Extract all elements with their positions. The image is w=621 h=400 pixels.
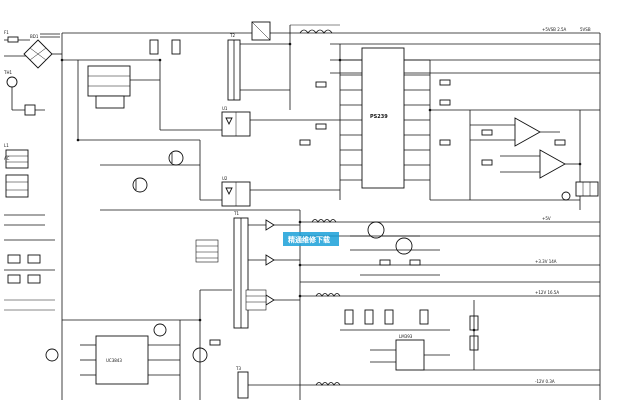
main-ic-label: PS239 xyxy=(370,114,388,120)
heatsink-blocks xyxy=(195,239,267,311)
fuse xyxy=(7,36,19,43)
fuse-label: F1 xyxy=(4,30,9,35)
pwm-ic xyxy=(95,335,149,385)
junction-dots xyxy=(60,42,582,332)
opto-top-label: U1 xyxy=(222,106,228,111)
main-transformer-label: T1 xyxy=(233,211,239,216)
bridge-label: BD1 xyxy=(30,34,39,39)
sense-resistors xyxy=(299,79,451,146)
output-voltage-3: +5V xyxy=(542,216,551,221)
output-voltage-5: +12V 16.5A xyxy=(535,290,559,295)
output-voltage-0: +5VSB 2.5A xyxy=(542,27,567,32)
input-cap-bank xyxy=(4,254,55,311)
output-labels: +5VSB 2.5A 5VSB +5V +3.3V 14A +12V 16.5A… xyxy=(535,27,591,384)
output-rails xyxy=(300,221,600,386)
output-voltage-4: +3.3V 14A xyxy=(535,259,557,264)
watermark: 精通维修下载 xyxy=(283,232,339,246)
thermistor-label: TH1 xyxy=(3,70,12,75)
opto-mid-label: U2 xyxy=(222,176,228,181)
pwm-controller-block: UC3843 xyxy=(45,289,232,400)
output-name-0: 5VSB xyxy=(580,27,591,32)
op-amp-2 xyxy=(539,149,566,179)
lower-ic-label: LM393 xyxy=(399,334,413,339)
lower-ic xyxy=(395,339,425,371)
line-label: AC xyxy=(4,156,10,161)
thermistor xyxy=(6,76,18,88)
driver-transistors xyxy=(100,150,300,211)
watermark-text: 精通维修下载 xyxy=(288,235,330,244)
standby-transformer-label: T2 xyxy=(229,33,235,38)
standby-ic xyxy=(87,65,131,97)
main-ic-body xyxy=(361,47,405,189)
output-voltage-6: -12V 0.3A xyxy=(535,379,555,384)
input-filter-choke: L1 xyxy=(4,143,29,198)
optocoupler-top: U1 xyxy=(221,106,251,137)
pwm-ic-label: UC3843 xyxy=(106,358,122,363)
op-amp-1 xyxy=(514,117,541,147)
regulator-section xyxy=(340,221,450,331)
filter-label: L1 xyxy=(4,143,9,148)
driver-transformer-label: T3 xyxy=(235,366,241,371)
optocoupler-mid: U2 xyxy=(221,176,251,207)
fan-control-block xyxy=(430,109,600,210)
standby-ic-block xyxy=(62,39,200,141)
input-section: F1 BD1 TH1 L1 xyxy=(3,30,63,400)
main-transformer: T1 xyxy=(233,210,341,400)
driver-transformer: T3 xyxy=(235,366,300,399)
main-supervisor-ic: PS239 xyxy=(339,44,431,200)
standby-transformer: T2 xyxy=(227,21,333,110)
fan-connector xyxy=(575,181,599,197)
